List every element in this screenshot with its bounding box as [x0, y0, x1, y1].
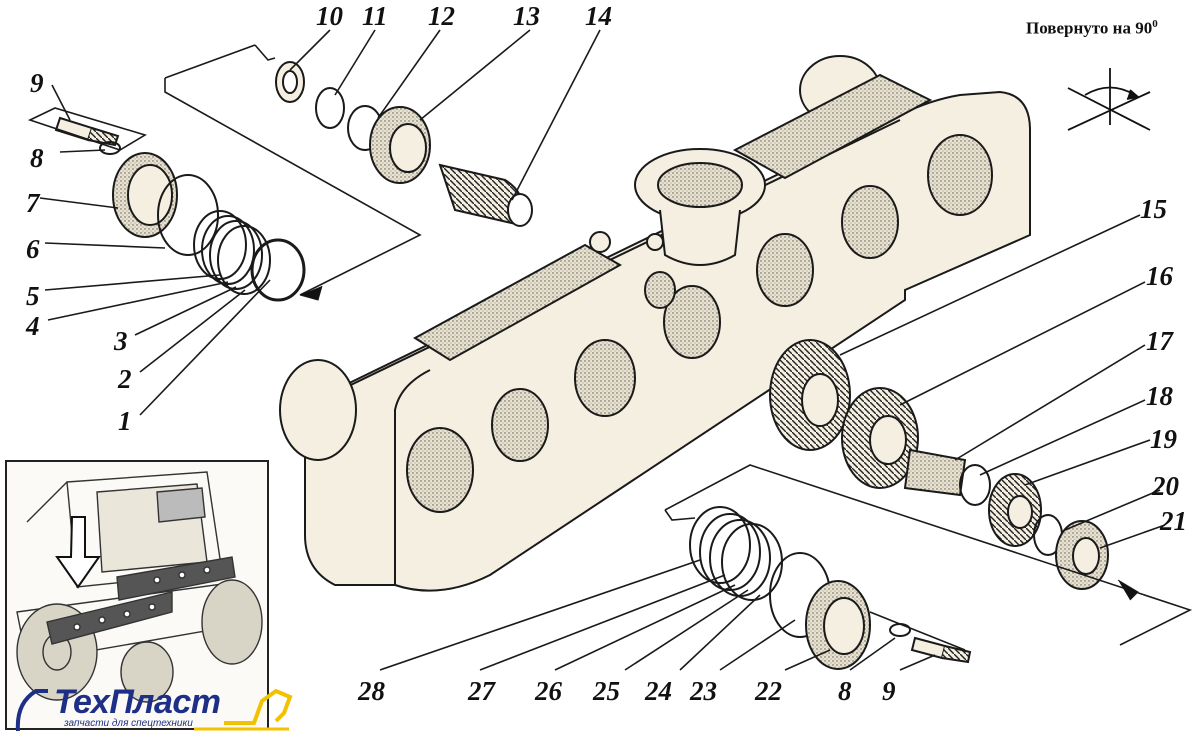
callout-12: 12	[428, 1, 455, 31]
rotation-text: Повернуто на 90	[1026, 18, 1153, 38]
callout-25: 25	[592, 676, 620, 706]
callout-17: 17	[1146, 326, 1175, 356]
leader-lines	[39, 29, 1166, 671]
down-arrow-icon	[55, 516, 101, 589]
logo-tagline: запчасти для спецтехники	[64, 718, 193, 729]
callout-18: 18	[1146, 381, 1174, 411]
callout-20: 20	[1151, 471, 1180, 501]
callout-numbers: 1 2 3 4 5 6 7 8 9 10 11 12 13 14 15 16 1…	[25, 1, 1187, 706]
callout-5: 5	[26, 281, 40, 311]
logo-name: ТехПласт	[54, 683, 221, 721]
callout-8-bottom: 8	[838, 676, 852, 706]
callout-8: 8	[30, 143, 44, 173]
rotation-label: Повернуто на 900	[1026, 18, 1158, 39]
callout-26: 26	[534, 676, 563, 706]
callout-14: 14	[585, 1, 612, 31]
callout-6: 6	[26, 234, 40, 264]
rotation-degree: 0	[1152, 18, 1158, 30]
callout-23: 23	[689, 676, 717, 706]
callout-22: 22	[754, 676, 782, 706]
callout-9: 9	[30, 68, 44, 98]
callout-4: 4	[25, 311, 40, 341]
callout-24: 24	[644, 676, 672, 706]
gearbox-housing	[279, 55, 1031, 592]
left-bearing-assembly	[27, 107, 306, 302]
callout-28: 28	[357, 676, 386, 706]
upper-shaft-assembly	[164, 44, 533, 301]
callout-10: 10	[316, 1, 344, 31]
callout-27: 27	[467, 676, 497, 706]
callout-16: 16	[1146, 261, 1174, 291]
callout-21: 21	[1159, 506, 1187, 536]
callout-9-bottom: 9	[882, 676, 896, 706]
brand-logo: ТехПласт запчасти для спецтехники	[14, 683, 304, 735]
callout-2: 2	[117, 364, 132, 394]
machine-location-inset	[5, 460, 269, 730]
callout-3: 3	[113, 326, 128, 356]
callout-7: 7	[26, 188, 41, 218]
machine-sketch	[16, 471, 263, 703]
callout-15: 15	[1140, 194, 1167, 224]
bevel-gear-assembly	[664, 339, 1193, 646]
callout-13: 13	[513, 1, 540, 31]
excavator-logo-icon	[15, 688, 293, 732]
callout-11: 11	[362, 1, 388, 31]
callout-1: 1	[118, 406, 132, 436]
rotation-symbol-icon	[1067, 68, 1151, 131]
callout-19: 19	[1150, 424, 1178, 454]
lower-bearing-assembly	[664, 506, 972, 670]
